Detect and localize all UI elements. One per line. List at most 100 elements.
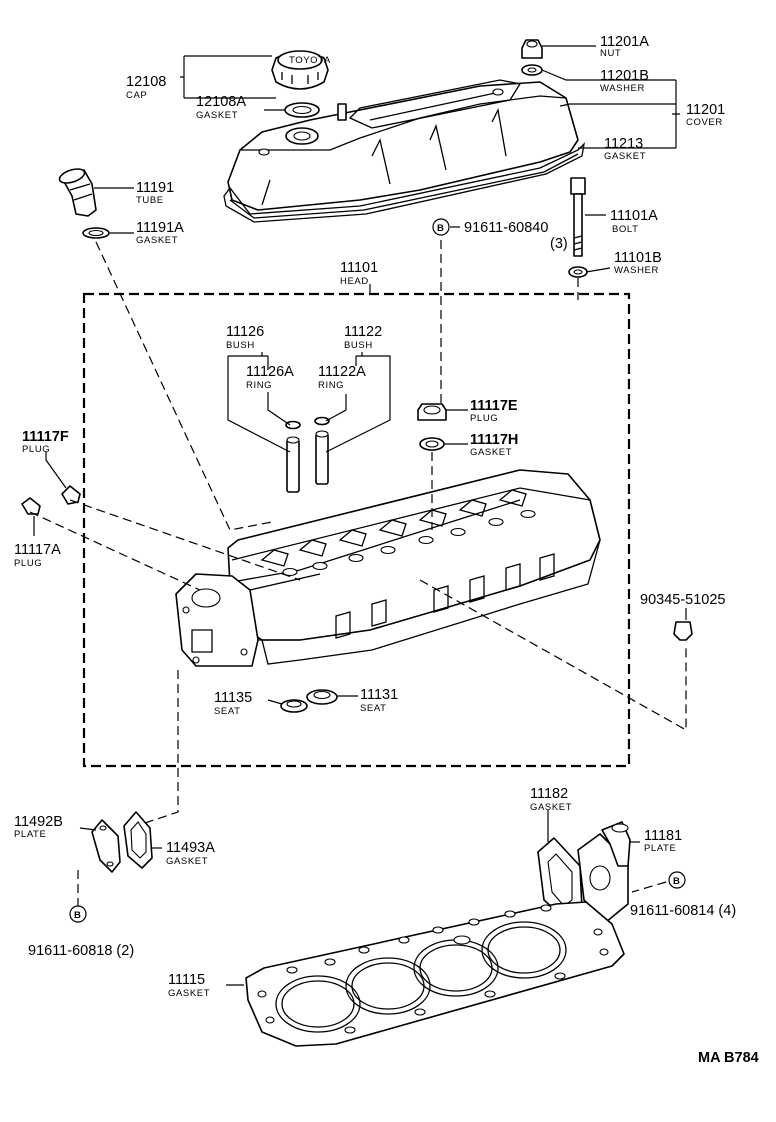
svg-text:RING: RING [318, 380, 344, 391]
svg-text:11493A: 11493A [166, 840, 215, 856]
svg-text:11213: 11213 [604, 136, 643, 152]
ring-b-drawing [314, 416, 330, 426]
svg-text:11122: 11122 [344, 324, 382, 340]
label-bolt-washer: 11101B WASHER [614, 250, 662, 276]
svg-text:12108: 12108 [126, 74, 166, 90]
head-gasket-drawing [245, 901, 625, 1047]
bolt-washer-drawing [568, 266, 588, 278]
label-plate-b: 11492B PLATE [14, 814, 63, 840]
svg-text:SEAT: SEAT [360, 703, 387, 714]
svg-text:CAP: CAP [126, 90, 147, 101]
seat-a-drawing [280, 699, 308, 713]
svg-text:11191A: 11191A [136, 220, 184, 236]
callout-b-plate: B [69, 905, 87, 923]
plug-f-drawing [61, 485, 81, 505]
svg-text:COVER: COVER [686, 117, 723, 128]
cylinder-head-cover-drawing [227, 79, 579, 211]
nut-drawing [521, 39, 543, 59]
svg-text:11201B: 11201B [600, 68, 649, 84]
plate-gasket-drawing [123, 811, 153, 869]
svg-text:GASKET: GASKET [470, 447, 512, 458]
label-plug-e: 11117E PLUG [470, 398, 518, 424]
svg-text:BOLT: BOLT [612, 224, 639, 235]
svg-text:11201A: 11201A [600, 34, 649, 50]
svg-text:PLUG: PLUG [14, 558, 42, 569]
plug-gasket-h-drawing [419, 437, 445, 451]
plug-e-drawing [417, 403, 447, 421]
svg-text:HEAD: HEAD [340, 276, 369, 287]
svg-text:PLUG: PLUG [22, 444, 50, 455]
bolt-drawing [570, 177, 586, 257]
label-ring-a: 11126A RING [246, 364, 294, 391]
label-cap: 12108 CAP [126, 74, 166, 101]
svg-text:GASKET: GASKET [196, 110, 238, 121]
leader-lines [33, 45, 687, 986]
svg-text:GASKET: GASKET [168, 988, 210, 999]
label-cap-gasket: 12108A GASKET [196, 94, 246, 121]
svg-text:11131: 11131 [360, 687, 398, 703]
bush-a-drawing [286, 436, 300, 493]
svg-text:11101B: 11101B [614, 250, 662, 266]
svg-text:11101: 11101 [340, 260, 378, 276]
svg-text:SEAT: SEAT [214, 706, 241, 717]
plug-a-drawing [21, 497, 41, 515]
label-water-bolt-ref: 91611-60814 (4) [630, 903, 736, 919]
label-plate-bolt-ref: 91611-60818 (2) [28, 943, 134, 959]
seat-b-drawing [306, 689, 338, 705]
svg-text:91611-60814 (4): 91611-60814 (4) [630, 903, 736, 919]
label-cover: 11201 COVER [686, 102, 725, 128]
label-seat-a: 11135 SEAT [214, 690, 252, 717]
svg-text:11117A: 11117A [14, 542, 61, 558]
svg-text:WASHER: WASHER [600, 83, 645, 94]
svg-text:11117E: 11117E [470, 398, 518, 414]
svg-text:GASKET: GASKET [136, 235, 178, 246]
label-head: 11101 HEAD [340, 260, 378, 287]
svg-text:GASKET: GASKET [166, 856, 208, 867]
head-assembly-frame [82, 292, 631, 768]
svg-text:PLATE: PLATE [14, 829, 46, 840]
svg-text:12108A: 12108A [196, 94, 246, 110]
svg-text:PLATE: PLATE [644, 843, 676, 854]
ring-a-drawing [285, 420, 301, 430]
svg-text:11182: 11182 [530, 786, 568, 802]
cover-gasket-drawing [223, 142, 585, 223]
label-bush-a: 11126 BUSH [226, 324, 264, 351]
svg-text:B: B [437, 223, 444, 234]
label-plug-f: 11117F PLUG [22, 429, 69, 455]
label-plate-gasket: 11493A GASKET [166, 840, 215, 867]
label-stud: 90345-51025 [640, 592, 725, 608]
svg-text:PLUG: PLUG [470, 413, 498, 424]
label-tube-gasket: 11191A GASKET [136, 220, 184, 246]
svg-text:11181: 11181 [644, 828, 682, 844]
label-plug-gasket-h: 11117H GASKET [470, 432, 518, 458]
label-bush-b: 11122 BUSH [344, 324, 382, 351]
label-cover-gasket: 11213 GASKET [604, 136, 646, 162]
label-water-gasket: 11182 GASKET [530, 786, 572, 813]
svg-text:BUSH: BUSH [226, 340, 255, 351]
svg-text:11117H: 11117H [470, 432, 518, 448]
svg-text:(3): (3) [550, 236, 568, 252]
svg-text:BUSH: BUSH [344, 340, 373, 351]
svg-text:B: B [74, 910, 81, 921]
svg-text:11135: 11135 [214, 690, 252, 706]
label-washer: 11201B WASHER [600, 68, 649, 94]
svg-text:90345-51025: 90345-51025 [640, 592, 725, 608]
svg-text:GASKET: GASKET [604, 151, 646, 162]
svg-text:NUT: NUT [600, 48, 621, 59]
label-plug-a: 11117A PLUG [14, 542, 61, 569]
label-ring-b: 11122A RING [318, 364, 366, 391]
cap-marking: TOYOTA [289, 55, 331, 66]
diagram-id: MA B784 [698, 1050, 759, 1066]
tube-gasket-drawing [82, 227, 110, 239]
cap-drawing: TOYOTA [271, 50, 331, 90]
bush-b-drawing [315, 430, 329, 485]
svg-text:11101A: 11101A [610, 208, 658, 224]
water-plate-drawing [577, 821, 631, 923]
label-tube: 11191 TUBE [136, 180, 174, 206]
svg-text:RING: RING [246, 380, 272, 391]
svg-text:11492B: 11492B [14, 814, 63, 830]
assembly-dashed-lines [29, 240, 687, 906]
label-head-gasket: 11115 GASKET [168, 972, 210, 999]
washer-drawing [521, 64, 543, 76]
